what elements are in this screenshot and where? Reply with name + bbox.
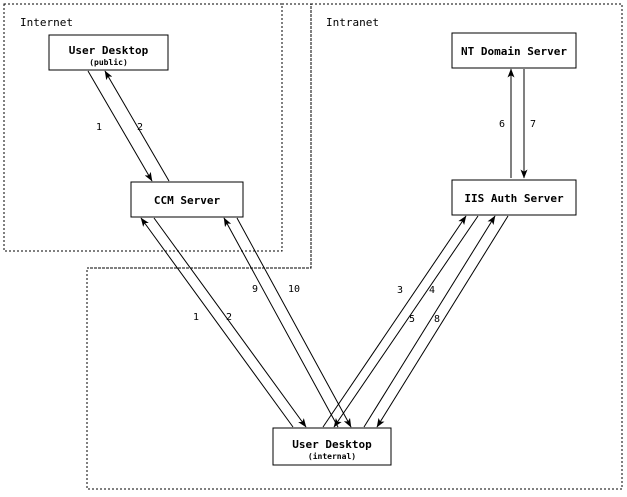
node-nt-domain-server-title: NT Domain Server [461,45,567,58]
flow-line-ccm-to-internal-10 [236,217,352,428]
node-user-desktop-internal[interactable]: User Desktop (internal) [272,427,392,466]
flow-line-iis-to-internal-4 [333,215,479,428]
step-label-iis-internal-5: 5 [409,314,415,325]
flow-line-internal-to-iis-5 [363,215,496,428]
step-label-public-ccm-1: 1 [96,122,102,133]
node-ccm-server[interactable]: CCM Server [130,181,244,218]
node-user-desktop-internal-box [272,427,392,466]
step-label-nt-iis-6: 6 [499,119,505,130]
node-user-desktop-public-title: User Desktop [69,44,149,57]
node-nt-domain-server-box [451,32,577,69]
step-label-iis-internal-8: 8 [434,314,440,325]
node-nt-domain-server[interactable]: NT Domain Server [451,32,577,69]
node-user-desktop-public[interactable]: User Desktop (public) [48,34,169,71]
zone-internet-boundary [3,3,283,252]
node-ccm-server-box [130,181,244,218]
node-iis-auth-server[interactable]: IIS Auth Server [451,179,577,216]
step-label-iis-internal-3: 3 [397,285,403,296]
node-iis-auth-server-box [451,179,577,216]
flow-line-internal-to-iis-3 [322,215,467,428]
flow-line-internal-to-ccm-1 [140,217,294,428]
flow-line-ccm-to-public [104,70,170,182]
node-iis-auth-server-title: IIS Auth Server [464,192,564,205]
step-label-ccm-internal-2: 2 [226,312,232,323]
flow-line-public-to-ccm [87,70,153,182]
step-label-iis-internal-4: 4 [429,285,435,296]
step-label-nt-iis-7: 7 [530,119,536,130]
step-label-ccm-internal-10: 10 [288,284,300,295]
flow-line-iis-to-internal-8 [376,215,509,428]
zone-internet-label: Internet [20,16,73,29]
flow-line-ccm-to-internal-2 [153,217,307,428]
node-user-desktop-public-box [48,34,169,71]
node-user-desktop-public-subtitle: (public) [89,57,128,67]
zone-intranet-label: Intranet [326,16,379,29]
node-user-desktop-internal-title: User Desktop [292,438,372,451]
step-label-ccm-internal-9: 9 [252,284,258,295]
step-label-public-ccm-2: 2 [137,122,143,133]
zone-intranet-boundary [86,3,623,490]
node-user-desktop-internal-subtitle: (internal) [308,451,356,461]
node-ccm-server-title: CCM Server [154,194,221,207]
flow-line-internal-to-ccm-9 [223,217,339,428]
step-label-ccm-internal-1: 1 [193,312,199,323]
